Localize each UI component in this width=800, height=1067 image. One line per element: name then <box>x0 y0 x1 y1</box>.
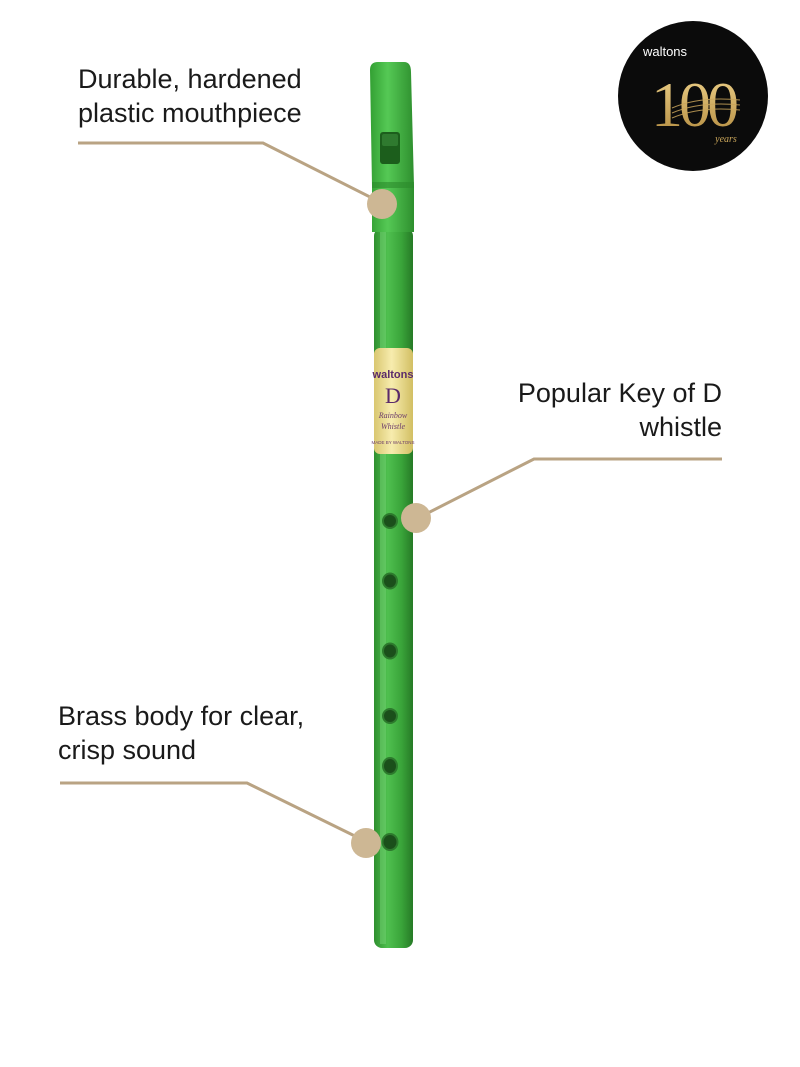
tin-whistle: waltons D Rainbow Whistle MADE BY WALTON… <box>370 62 415 948</box>
waltons-100-years-badge: waltons 100 years <box>618 21 768 171</box>
callout-dot-mouthpiece <box>367 189 397 219</box>
callout-key-line2: whistle <box>639 412 722 442</box>
label-footer: MADE BY WALTONS <box>371 440 414 445</box>
whistle-label: waltons D Rainbow Whistle MADE BY WALTON… <box>371 348 415 454</box>
music-staff-icon <box>671 98 741 119</box>
callout-dot-body <box>351 828 381 858</box>
callout-mouthpiece-line2: plastic mouthpiece <box>78 98 302 128</box>
finger-hole <box>382 757 398 775</box>
badge-brand: waltons <box>642 44 688 59</box>
callout-mouthpiece-line1: Durable, hardened <box>78 64 302 94</box>
callout-key: Popular Key of D whistle <box>470 376 722 444</box>
label-line1: Rainbow <box>378 411 408 420</box>
finger-hole <box>382 642 398 660</box>
leader-line-mouthpiece <box>78 141 383 205</box>
callout-key-line1: Popular Key of D <box>517 378 722 408</box>
badge-suffix: years <box>714 134 737 145</box>
leader-line-key <box>417 457 722 520</box>
callout-body: Brass body for clear, crisp sound <box>58 699 304 767</box>
label-brand: waltons <box>372 369 414 381</box>
label-key: D <box>385 383 401 408</box>
callout-dot-key <box>401 503 431 533</box>
callout-body-line2: crisp sound <box>58 735 197 765</box>
finger-hole <box>382 513 398 529</box>
label-line2: Whistle <box>381 422 405 431</box>
finger-hole <box>382 708 398 724</box>
callout-mouthpiece: Durable, hardened plastic mouthpiece <box>78 62 302 130</box>
finger-hole <box>381 833 399 851</box>
callout-body-line1: Brass body for clear, <box>58 701 305 731</box>
leader-line-body <box>60 781 368 844</box>
finger-hole <box>382 572 398 590</box>
